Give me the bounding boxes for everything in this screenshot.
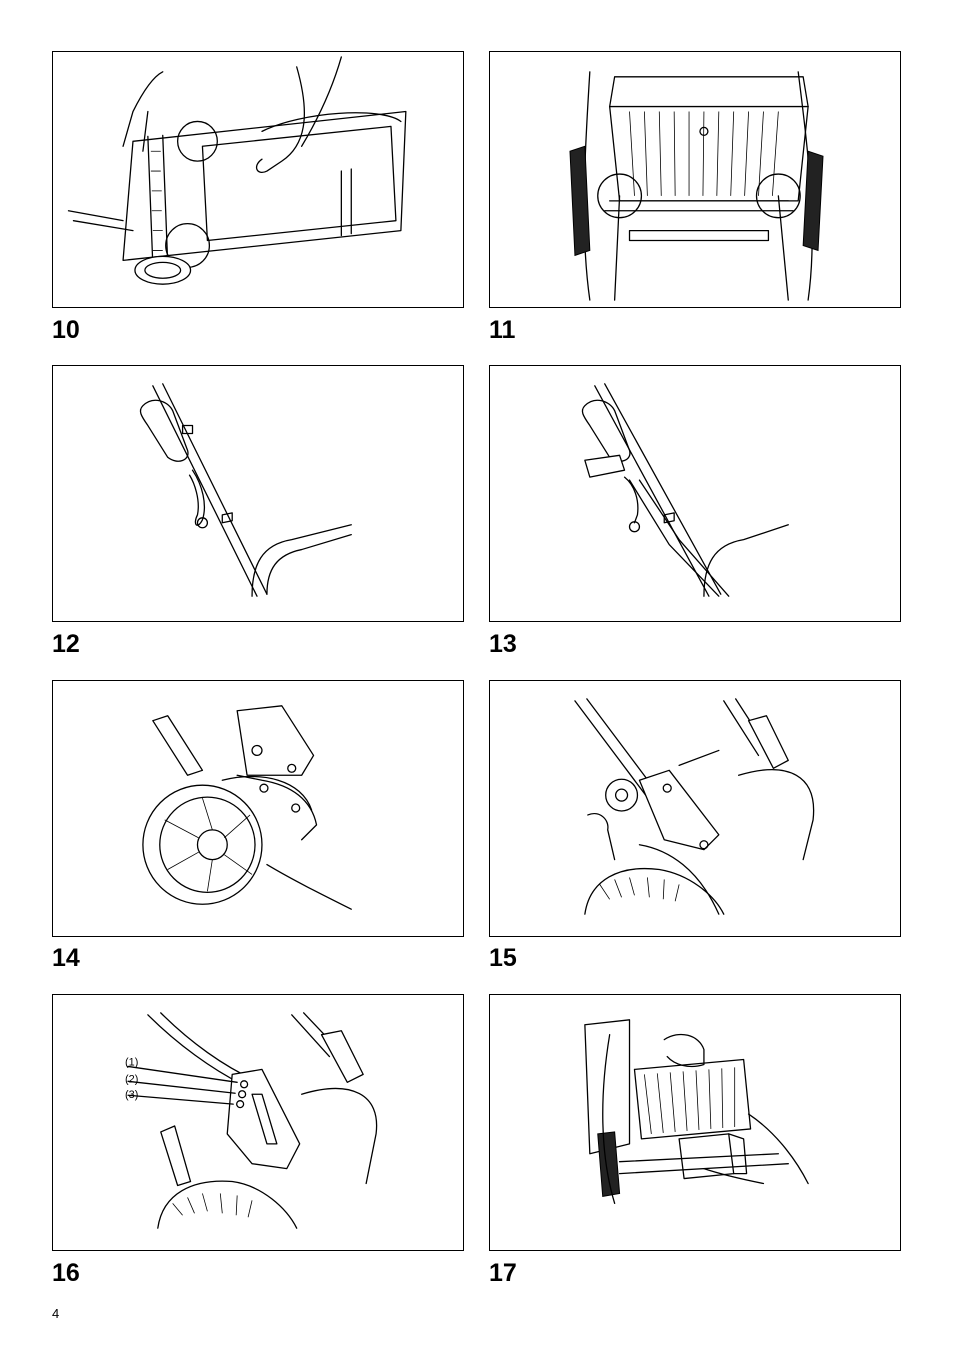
figure-14-illustration	[53, 681, 463, 936]
figure-15-panel	[489, 680, 901, 937]
figure-13-illustration	[490, 366, 900, 621]
figure-12-number: 12	[52, 632, 80, 657]
figure-15-illustration	[490, 681, 900, 936]
figure-13-panel	[489, 365, 901, 622]
callout-3-label: (3)	[125, 1089, 138, 1101]
figure-17-illustration	[490, 995, 900, 1250]
figure-10-number: 10	[52, 318, 80, 343]
figure-11-panel	[489, 51, 901, 308]
page-number: 4	[52, 1306, 59, 1321]
figure-10-illustration	[53, 52, 463, 307]
figure-15-number: 15	[489, 946, 517, 971]
figure-14-panel	[52, 680, 464, 937]
figure-17-panel	[489, 994, 901, 1251]
figure-11-number: 11	[489, 318, 515, 343]
callout-2-label: (2)	[125, 1073, 138, 1085]
figure-12-illustration	[53, 366, 463, 621]
figure-17-number: 17	[489, 1261, 517, 1286]
figure-13-number: 13	[489, 632, 517, 657]
figure-16-panel: (1) (2) (3)	[52, 994, 464, 1251]
figure-16-illustration: (1) (2) (3)	[53, 995, 463, 1250]
figure-12-panel	[52, 365, 464, 622]
figure-16-number: 16	[52, 1261, 80, 1286]
figure-10-panel	[52, 51, 464, 308]
callout-1-label: (1)	[125, 1056, 138, 1068]
figure-14-number: 14	[52, 946, 80, 971]
figure-11-illustration	[490, 52, 900, 307]
